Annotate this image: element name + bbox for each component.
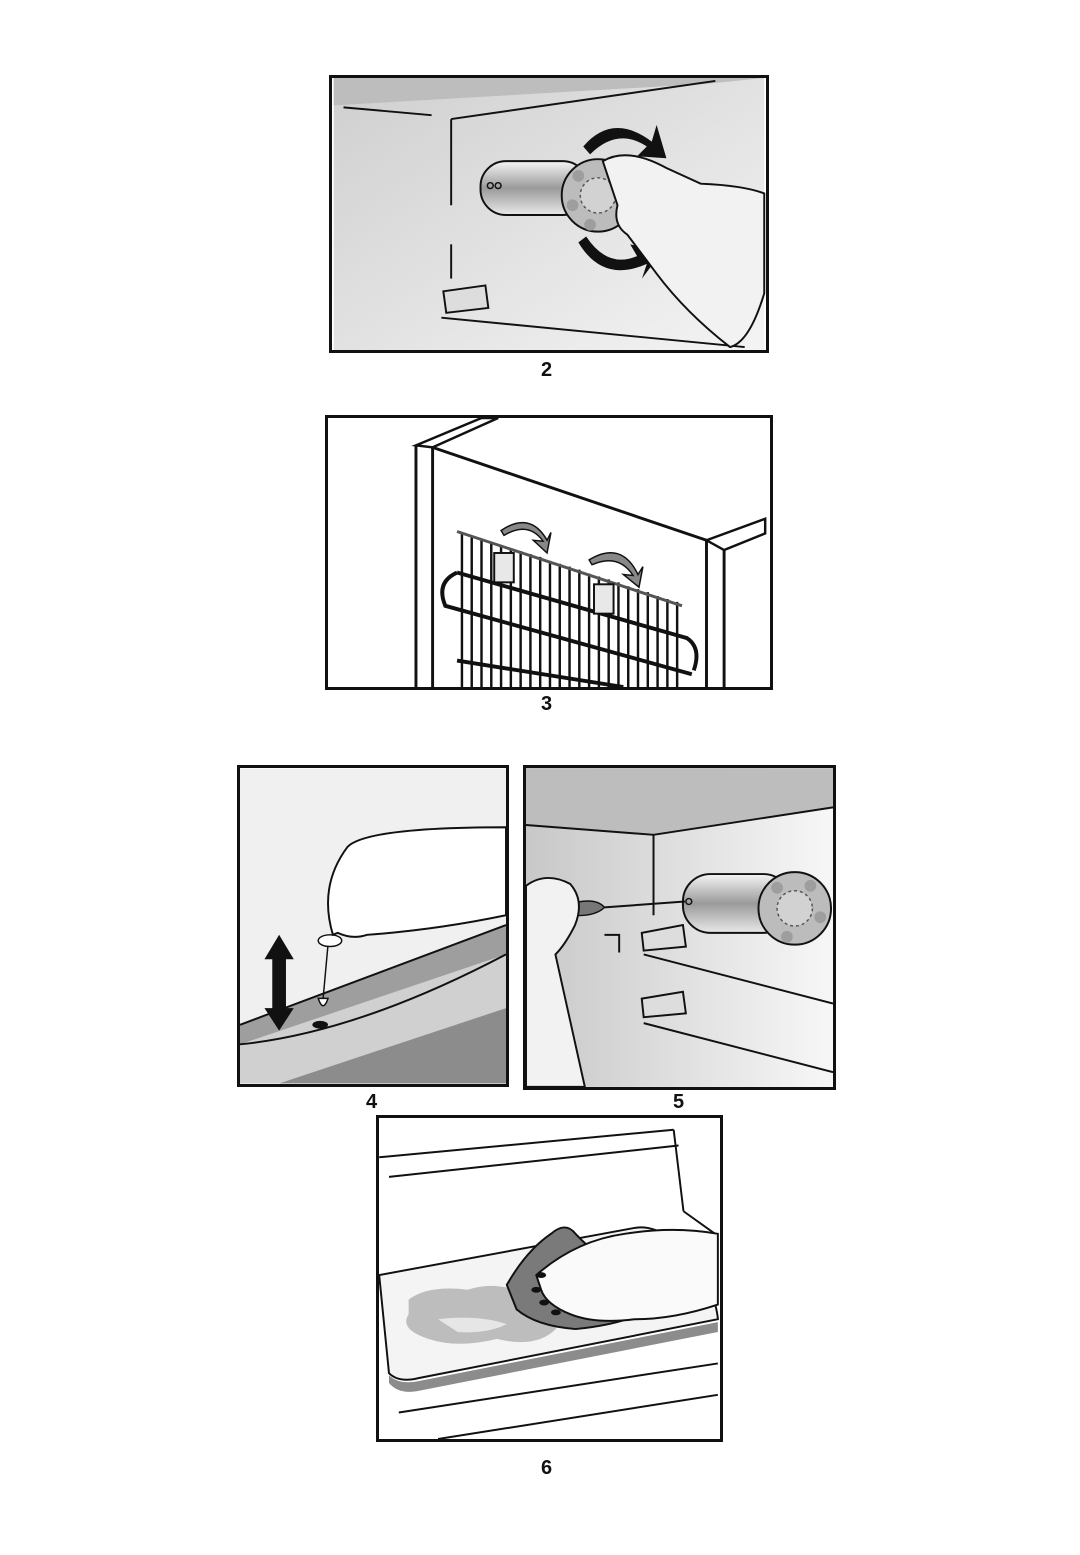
figure-4-number: 4: [366, 1091, 378, 1113]
figure-4-illustration: [240, 768, 506, 1084]
figure-6-number: 6: [541, 1457, 553, 1479]
figure-2-illustration: [333, 78, 766, 350]
figure-5-panel: [523, 765, 836, 1090]
figure-3-panel: [325, 415, 773, 690]
figure-4-panel: [237, 765, 509, 1087]
figure-3-illustration: [329, 418, 769, 687]
figure-2-panel: [329, 75, 769, 353]
figure-2-number: 2: [541, 359, 553, 381]
figure-3-number: 3: [541, 693, 553, 715]
figure-5-illustration: [526, 768, 833, 1087]
figure-5-number: 5: [673, 1091, 685, 1113]
figure-6-illustration: [379, 1118, 720, 1439]
figure-6-panel: [376, 1115, 723, 1442]
